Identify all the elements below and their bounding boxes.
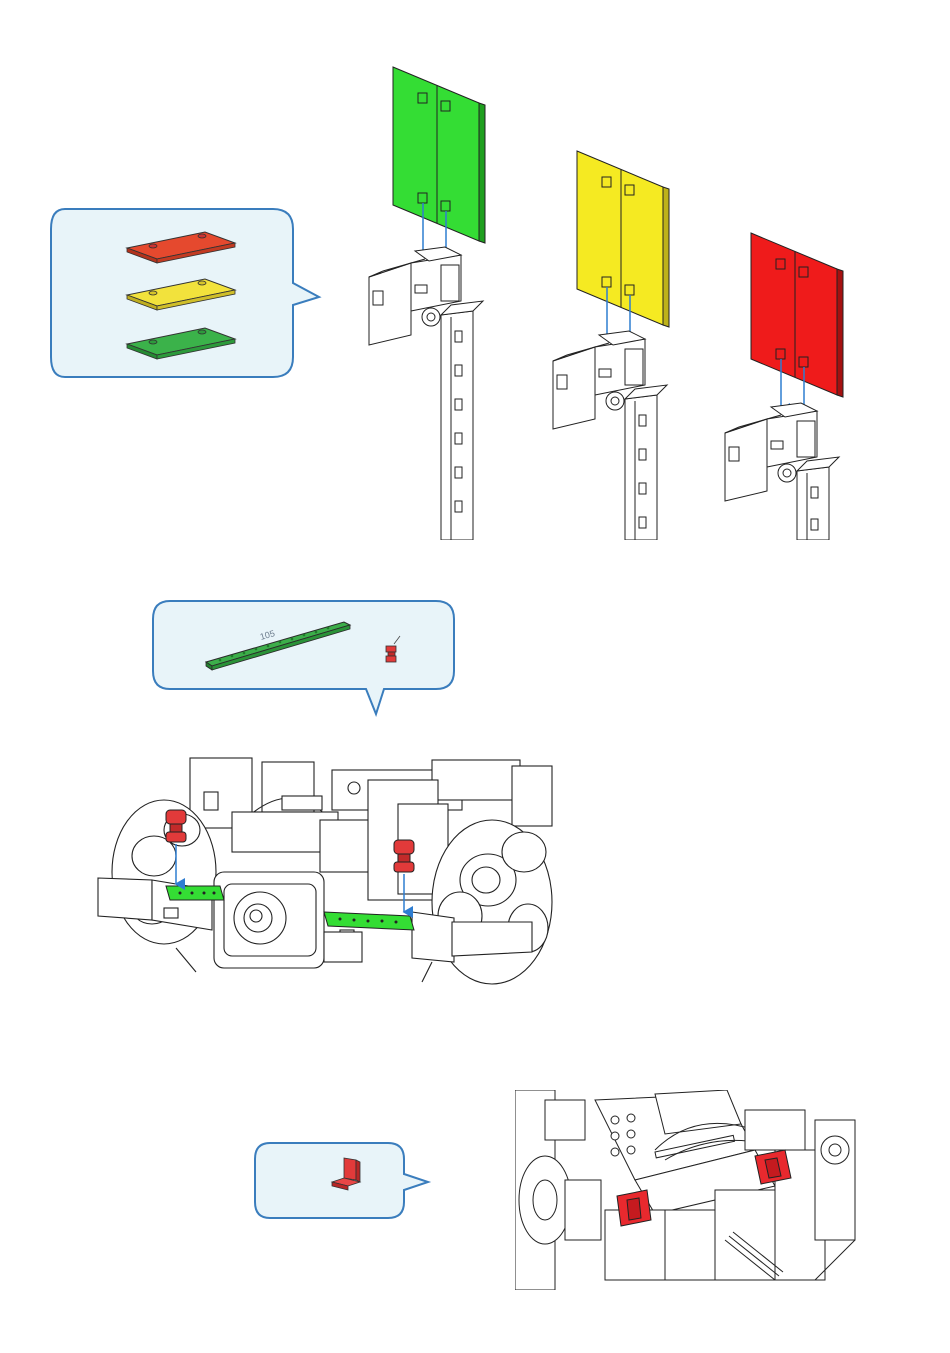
yellow-signal-plate bbox=[577, 151, 669, 327]
green-signal-mount bbox=[369, 247, 483, 540]
signal-assemblies bbox=[355, 55, 895, 540]
green-strip-left bbox=[166, 886, 224, 900]
callout-angle-bracket bbox=[252, 1140, 437, 1222]
signal-yellow bbox=[553, 151, 669, 540]
callout-color-plates bbox=[45, 205, 335, 385]
red-bracket-left bbox=[617, 1190, 651, 1226]
callout-strip-and-pegs: 105 bbox=[150, 598, 460, 718]
green-signal-plate bbox=[393, 67, 485, 243]
robot-front-assembly bbox=[92, 752, 562, 987]
controller-closeup bbox=[515, 1090, 860, 1290]
signal-green bbox=[369, 67, 485, 540]
signal-red bbox=[725, 233, 843, 540]
red-signal-plate bbox=[751, 233, 843, 397]
red-signal-mount bbox=[725, 403, 839, 540]
red-bracket-right bbox=[755, 1150, 791, 1184]
green-strip-right bbox=[324, 912, 414, 930]
yellow-signal-mount bbox=[553, 331, 667, 540]
